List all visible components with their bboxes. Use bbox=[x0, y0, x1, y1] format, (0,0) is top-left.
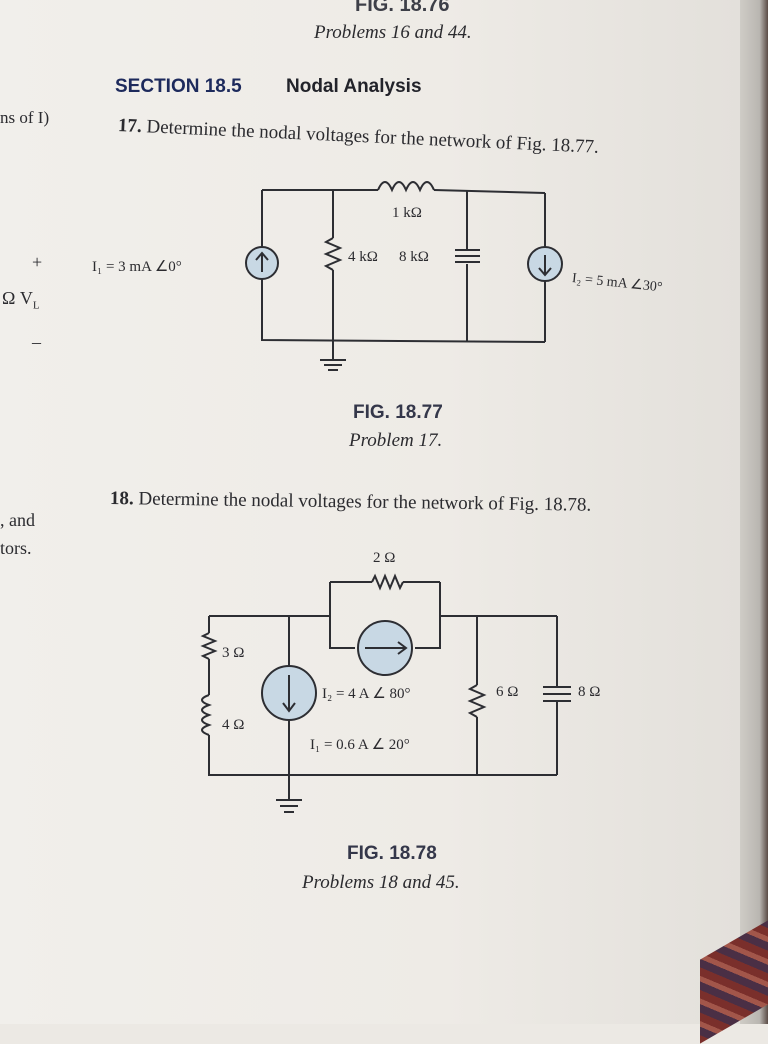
margin-ns-of-i: ns of I) bbox=[0, 108, 50, 127]
inductor-1k-icon bbox=[377, 181, 435, 193]
capacitor-8ohm-icon bbox=[543, 686, 571, 702]
margin-tors: tors. bbox=[0, 538, 32, 558]
fig-18-76-caption: Problems 16 and 44. bbox=[314, 22, 472, 43]
fig-18-78-circuit bbox=[200, 573, 571, 813]
inductor-1k-label: 1 kΩ bbox=[392, 205, 422, 221]
margin-and: , and bbox=[0, 510, 35, 530]
i1-18-label: I₁ = 0.6 A ∠ 20° bbox=[310, 737, 410, 753]
resistor-6ohm-icon bbox=[467, 684, 487, 718]
capacitor-8k-label: 8 kΩ bbox=[399, 249, 429, 265]
ground-icon-17 bbox=[320, 355, 346, 371]
margin-omega-vl: Ω VL bbox=[2, 288, 40, 312]
capacitor-8ohm-label: 8 Ω bbox=[578, 684, 601, 700]
resistor-4k-icon bbox=[323, 237, 343, 271]
fig-18-76-label: FIG. 18.76 bbox=[355, 0, 450, 16]
margin-plus: + bbox=[32, 252, 43, 272]
fig-18-77-caption: Problem 17. bbox=[349, 430, 443, 451]
page-edge bbox=[740, 0, 768, 1024]
section-title: Nodal Analysis bbox=[286, 76, 422, 97]
margin-minus: – bbox=[32, 332, 41, 352]
resistor-6ohm-label: 6 Ω bbox=[496, 684, 519, 700]
resistor-3ohm-label: 3 Ω bbox=[222, 645, 245, 661]
section-number: SECTION 18.5 bbox=[115, 76, 242, 97]
resistor-2ohm-label: 2 Ω bbox=[373, 550, 396, 566]
fig-18-77-label: FIG. 18.77 bbox=[353, 402, 443, 423]
resistor-2ohm-icon bbox=[371, 573, 404, 591]
resistor-3ohm-icon bbox=[200, 632, 218, 660]
inductor-4ohm-icon bbox=[201, 694, 212, 736]
i1-17-label: I₁ = 3 mA ∠0° bbox=[92, 259, 182, 275]
ground-icon-18 bbox=[276, 775, 302, 813]
textbook-page bbox=[0, 0, 740, 1024]
resistor-4k-label: 4 kΩ bbox=[348, 249, 378, 265]
fig-18-78-label: FIG. 18.78 bbox=[347, 843, 437, 864]
capacitor-8k-icon bbox=[455, 249, 480, 263]
inductor-4ohm-label: 4 Ω bbox=[222, 717, 245, 733]
i2-18-label: I₂ = 4 A ∠ 80° bbox=[322, 686, 411, 702]
fig-18-78-caption: Problems 18 and 45. bbox=[302, 872, 460, 893]
